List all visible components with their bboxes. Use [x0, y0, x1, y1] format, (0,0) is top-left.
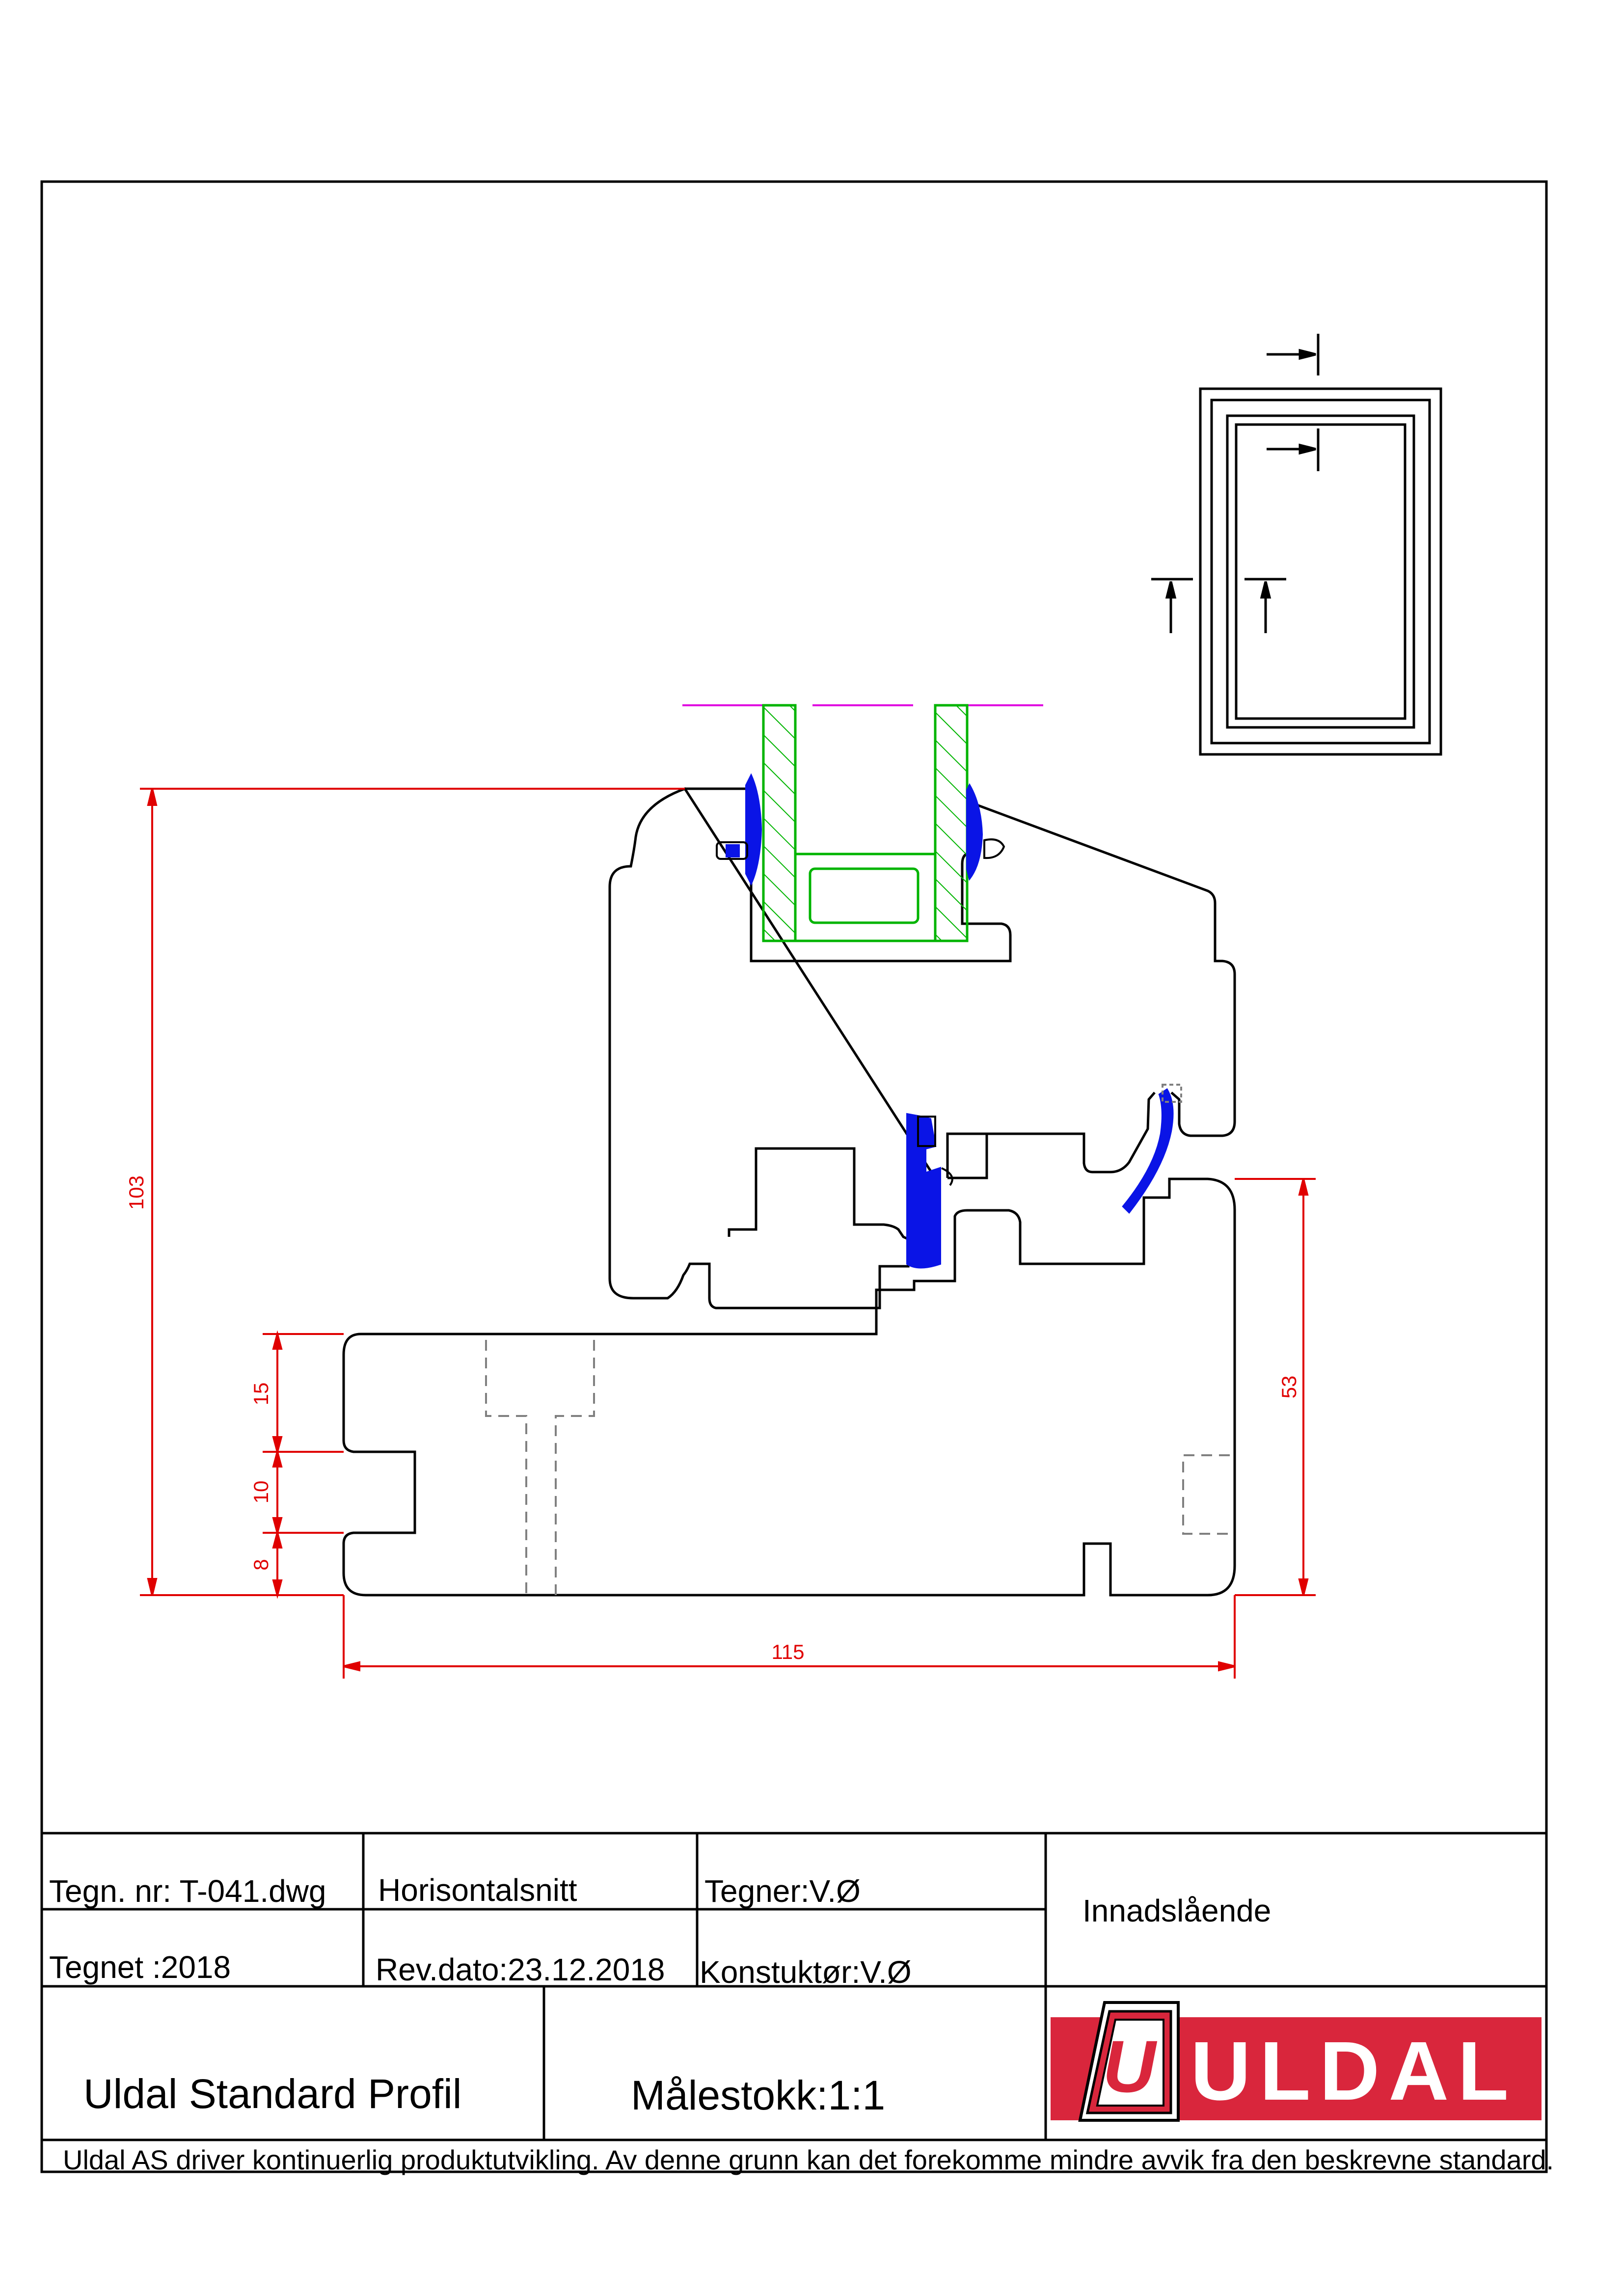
frame-profile-outline	[342, 1177, 1236, 1597]
hidden-features	[485, 1340, 1230, 1595]
logo-letter: U	[1103, 2025, 1158, 2108]
drawn-year: Tegnet :2018	[49, 1949, 231, 1985]
dimension-lines	[140, 788, 1316, 1679]
sash-rebate-upper	[946, 1132, 987, 1178]
revision-date: Rev.dato:23.12.2018	[376, 1952, 665, 1987]
dimension-115: 115	[772, 1640, 805, 1663]
drawing-frame	[40, 180, 1548, 2173]
logo-wordmark: ULDAL	[1190, 2025, 1517, 2118]
dimension-labels: 103 15 10 8 115 53	[125, 1175, 1300, 1663]
disclaimer: Uldal AS driver kontinuerlig produktutvi…	[63, 2144, 1554, 2175]
seals	[716, 773, 1182, 1269]
glazing-unit	[762, 704, 969, 942]
dimension-10: 10	[249, 1481, 272, 1504]
dimension-15: 15	[249, 1383, 272, 1406]
title-block	[42, 1832, 1546, 2141]
window-orientation-diagram	[1151, 334, 1442, 756]
sash-rebate-outline	[728, 1147, 912, 1242]
dimension-103: 103	[125, 1175, 148, 1210]
section-type: Horisontalsnitt	[378, 1872, 577, 1908]
uldal-logo: U ULDAL	[1051, 2001, 1542, 2122]
scale: Målestokk:1:1	[631, 2072, 885, 2118]
constructor: Konstuktør:V.Ø	[700, 1954, 912, 1990]
profile-name: Uldal Standard Profil	[83, 2071, 461, 2117]
drawing-number: Tegn. nr: T-041.dwg	[49, 1873, 326, 1909]
dimension-53: 53	[1277, 1376, 1300, 1399]
opening-type: Innadslående	[1082, 1893, 1271, 1928]
drawn-by: Tegner:V.Ø	[704, 1873, 861, 1909]
dimension-8: 8	[249, 1559, 272, 1570]
